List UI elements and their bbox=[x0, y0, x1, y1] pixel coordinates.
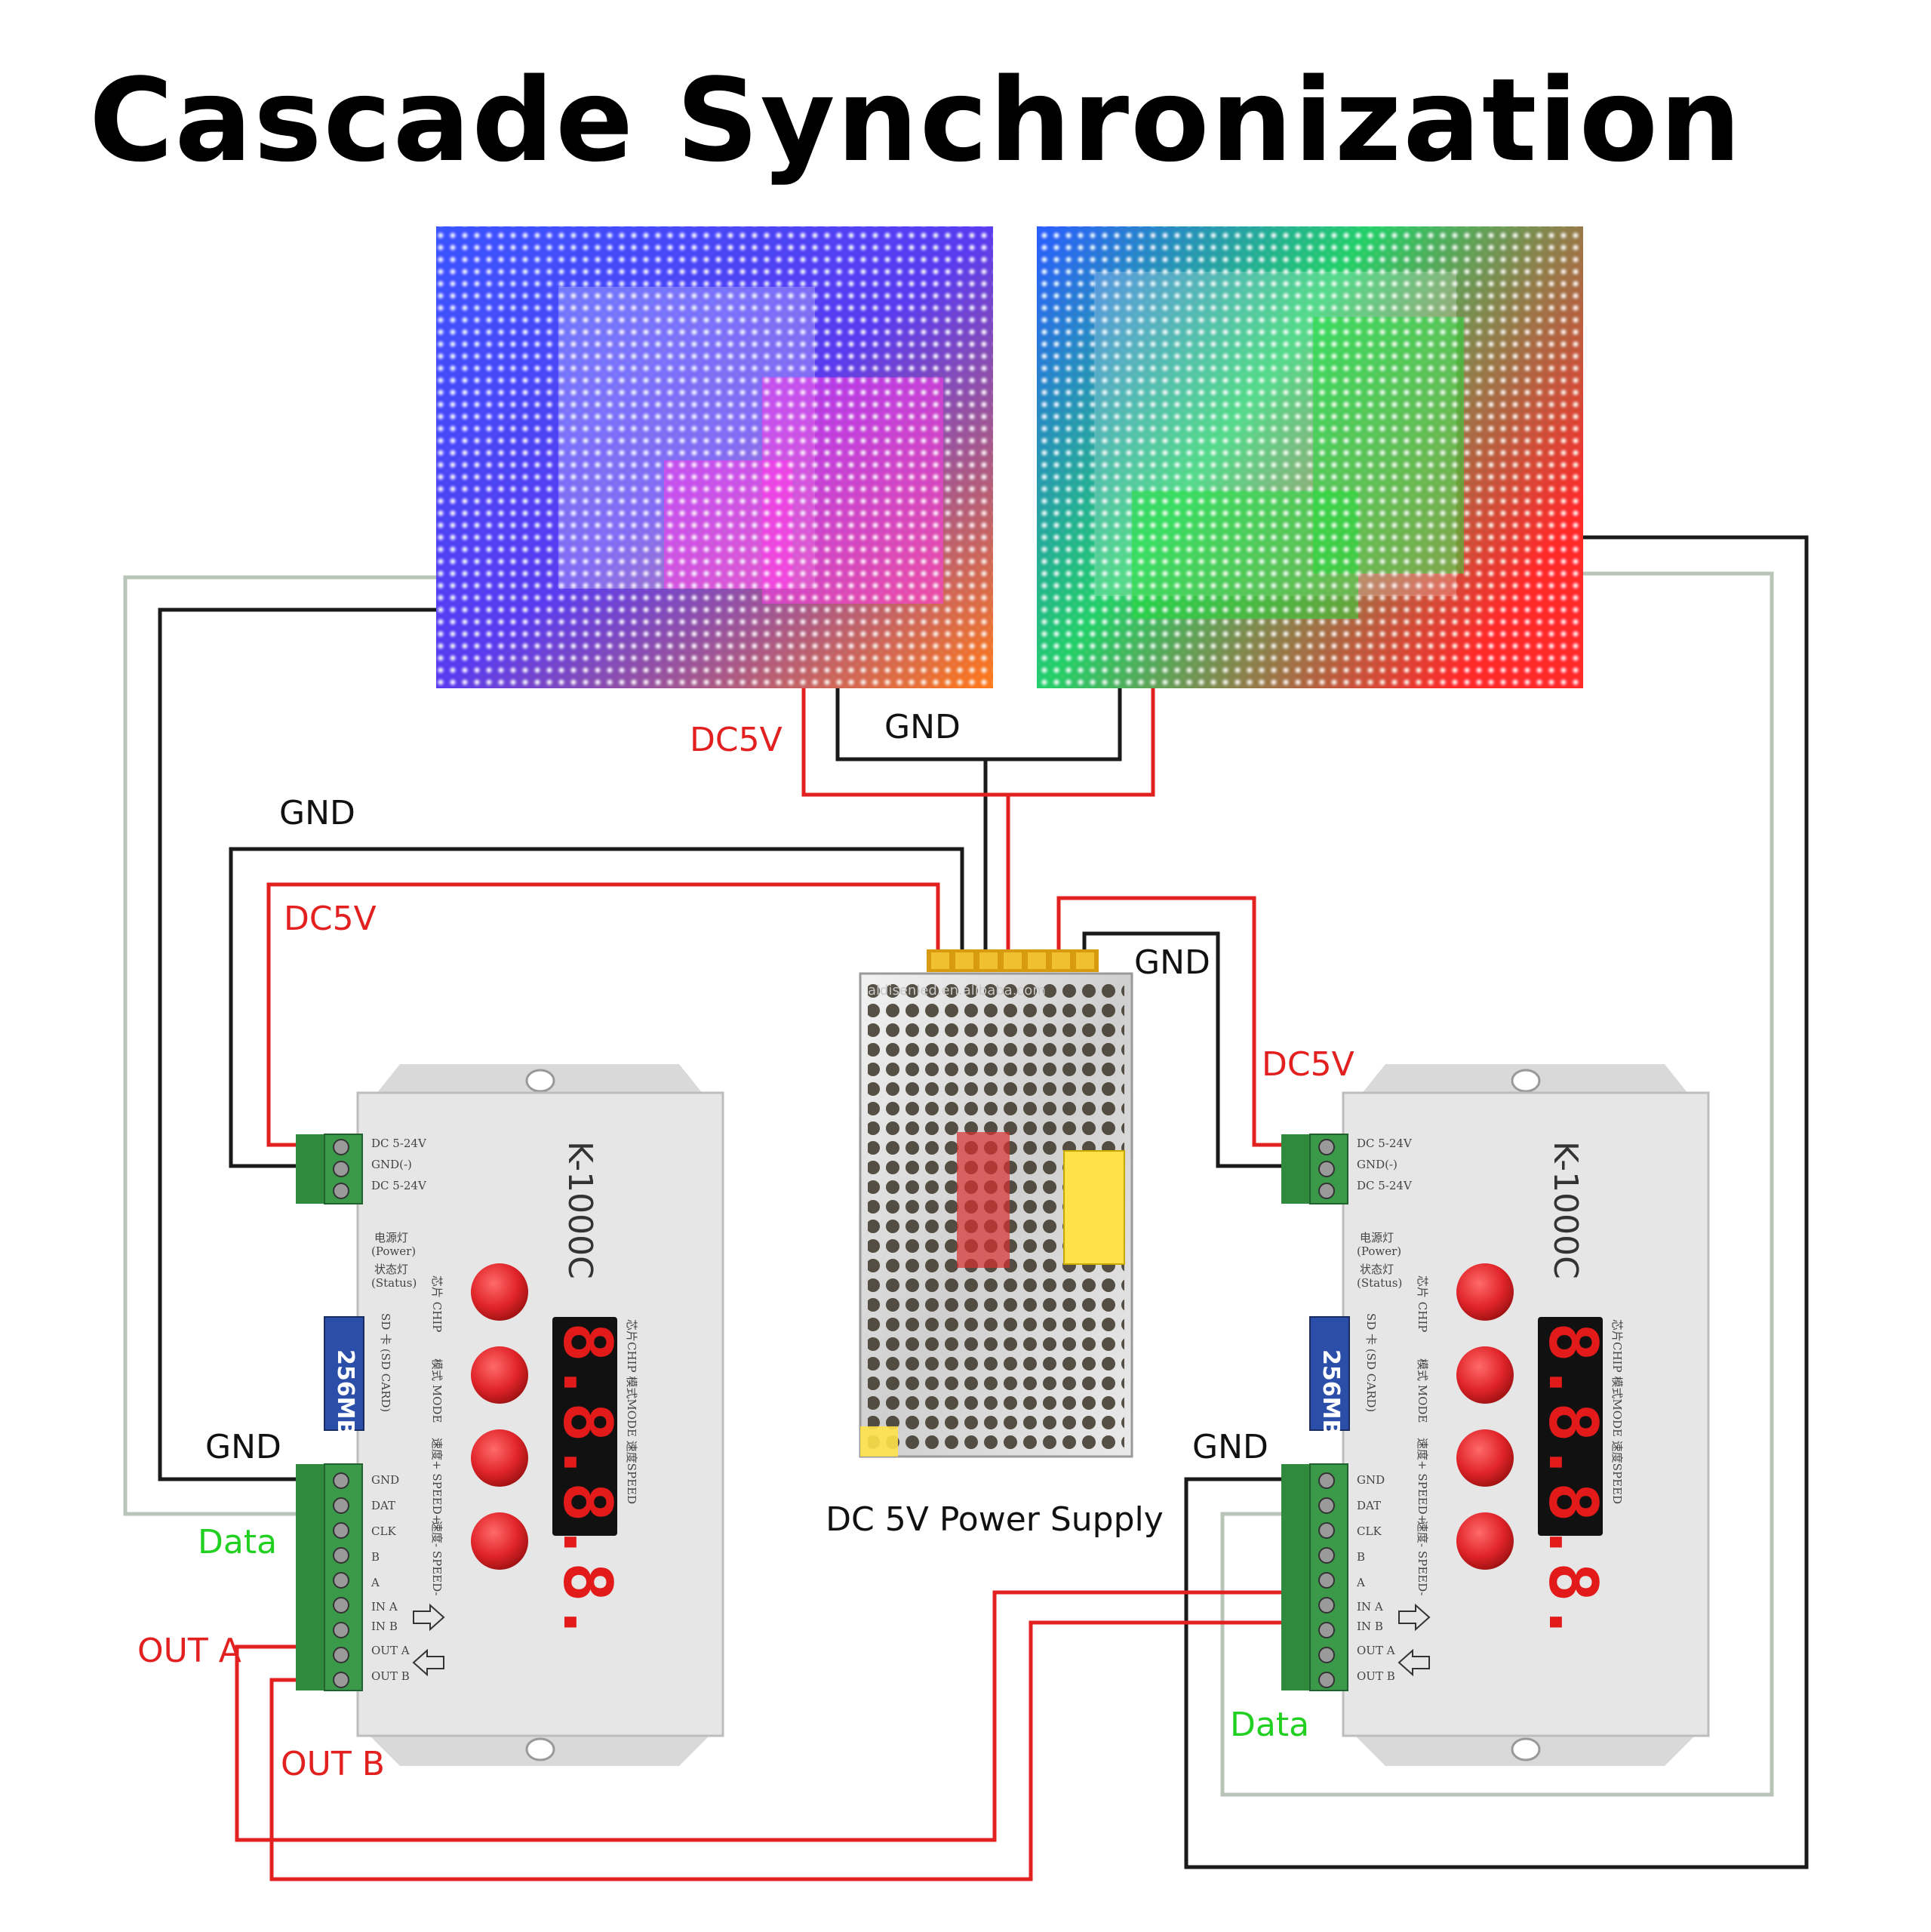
label-dc5v-right-power: DC5V bbox=[1262, 1045, 1354, 1084]
svg-text:GND(-): GND(-) bbox=[371, 1158, 412, 1171]
chip-button-left[interactable] bbox=[471, 1263, 528, 1321]
label-gnd-right-signal: GND bbox=[1192, 1428, 1268, 1466]
display-left: 8.8.8.8. bbox=[549, 1317, 626, 1642]
arrow-right-icon bbox=[413, 1603, 445, 1632]
power-terminal-right bbox=[1281, 1134, 1348, 1204]
led-panel-right bbox=[1037, 226, 1583, 688]
model-label-left: K-1000C bbox=[561, 1141, 599, 1279]
svg-text:DC 5-24V: DC 5-24V bbox=[1357, 1179, 1413, 1192]
controller-right: 256MB DC 5-24V GND(-) DC 5-24V 电源灯 (Powe… bbox=[1281, 1064, 1710, 1766]
speed-up-button-left[interactable] bbox=[471, 1429, 528, 1487]
svg-text:GND: GND bbox=[371, 1473, 399, 1487]
arrow-right-icon bbox=[1398, 1603, 1431, 1632]
svg-text:8.8.8.8.: 8.8.8.8. bbox=[549, 1322, 626, 1642]
svg-text:电源灯: 电源灯 bbox=[1360, 1231, 1394, 1244]
arrow-left-icon bbox=[1398, 1648, 1430, 1677]
power-supply-watermark: aldisenled.en.alibaba.com bbox=[868, 983, 1046, 998]
svg-text:CLK: CLK bbox=[371, 1524, 396, 1538]
power-terminal-left bbox=[296, 1134, 363, 1204]
diagram-title: Cascade Synchronization bbox=[89, 54, 1742, 187]
svg-text:DC 5-24V: DC 5-24V bbox=[371, 1179, 427, 1192]
svg-text:速度- SPEED-: 速度- SPEED- bbox=[1416, 1521, 1429, 1595]
svg-text:IN B: IN B bbox=[371, 1620, 398, 1633]
label-dc5v-left-power: DC5V bbox=[284, 900, 377, 938]
svg-text:8.8.8.8.: 8.8.8.8. bbox=[1534, 1322, 1612, 1642]
svg-text:芯片CHIP 模式MODE 速度SPEED: 芯片CHIP 模式MODE 速度SPEED bbox=[625, 1319, 638, 1504]
display-right: 8.8.8.8. bbox=[1534, 1317, 1612, 1642]
svg-text:OUT B: OUT B bbox=[1357, 1669, 1395, 1683]
label-data-left: Data bbox=[198, 1523, 277, 1561]
svg-text:DAT: DAT bbox=[371, 1499, 395, 1512]
svg-text:速度- SPEED-: 速度- SPEED- bbox=[430, 1521, 444, 1595]
label-dc5v-panels: DC5V bbox=[690, 721, 783, 759]
red-wires bbox=[235, 688, 1283, 1881]
svg-text:模式 MODE: 模式 MODE bbox=[1416, 1358, 1429, 1423]
signal-terminal-right bbox=[1281, 1463, 1348, 1691]
svg-text:(Status): (Status) bbox=[1357, 1276, 1402, 1290]
svg-text:256MB: 256MB bbox=[332, 1349, 358, 1436]
svg-text:A: A bbox=[371, 1576, 380, 1589]
power-supply: aldisenled.en.alibaba.com bbox=[859, 949, 1133, 1458]
svg-text:速度+ SPEED+: 速度+ SPEED+ bbox=[1416, 1438, 1429, 1524]
mode-button-right[interactable] bbox=[1456, 1346, 1514, 1404]
label-gnd-right-power: GND bbox=[1134, 943, 1210, 982]
svg-text:B: B bbox=[371, 1550, 380, 1564]
label-gnd-panels: GND bbox=[884, 708, 961, 746]
data-wires bbox=[123, 571, 1774, 1797]
svg-text:(Power): (Power) bbox=[371, 1244, 416, 1258]
svg-text:DAT: DAT bbox=[1357, 1499, 1381, 1512]
svg-text:速度+ SPEED+: 速度+ SPEED+ bbox=[430, 1438, 444, 1524]
svg-text:电源灯: 电源灯 bbox=[374, 1231, 408, 1244]
mode-button-left[interactable] bbox=[471, 1346, 528, 1404]
svg-text:芯片CHIP 模式MODE 速度SPEED: 芯片CHIP 模式MODE 速度SPEED bbox=[1610, 1319, 1624, 1504]
svg-text:B: B bbox=[1357, 1550, 1365, 1564]
controller-left: 256MB DC 5-24V GND(-) DC 5-24V 电源灯 (Powe… bbox=[296, 1064, 724, 1766]
label-out-b: OUT B bbox=[281, 1745, 385, 1783]
svg-text:IN A: IN A bbox=[1357, 1600, 1383, 1614]
chip-button-right[interactable] bbox=[1456, 1263, 1514, 1321]
svg-text:OUT A: OUT A bbox=[371, 1644, 410, 1657]
label-out-a: OUT A bbox=[137, 1632, 241, 1670]
svg-text:(Power): (Power) bbox=[1357, 1244, 1401, 1258]
svg-text:SD 卡 (SD CARD): SD 卡 (SD CARD) bbox=[1364, 1313, 1378, 1412]
led-panel-left bbox=[436, 226, 993, 688]
svg-text:DC 5-24V: DC 5-24V bbox=[1357, 1137, 1413, 1150]
svg-text:状态灯: 状态灯 bbox=[374, 1263, 408, 1276]
svg-text:CLK: CLK bbox=[1357, 1524, 1382, 1538]
sd-card-left: 256MB bbox=[324, 1316, 364, 1436]
sd-card-right: 256MB bbox=[1309, 1316, 1350, 1436]
black-wires bbox=[158, 535, 1809, 1869]
speed-up-button-right[interactable] bbox=[1456, 1429, 1514, 1487]
svg-text:A: A bbox=[1356, 1576, 1365, 1589]
label-gnd-left-signal: GND bbox=[205, 1428, 281, 1466]
model-label-right: K-1000C bbox=[1546, 1141, 1585, 1279]
svg-text:GND: GND bbox=[1357, 1473, 1385, 1487]
label-gnd-left-power: GND bbox=[279, 794, 355, 832]
svg-text:状态灯: 状态灯 bbox=[1360, 1263, 1394, 1276]
svg-text:256MB: 256MB bbox=[1318, 1349, 1344, 1436]
svg-text:IN A: IN A bbox=[371, 1600, 398, 1614]
svg-text:DC 5-24V: DC 5-24V bbox=[371, 1137, 427, 1150]
arrow-left-icon bbox=[412, 1648, 444, 1677]
svg-text:芯片 CHIP: 芯片 CHIP bbox=[1416, 1275, 1429, 1332]
svg-text:IN B: IN B bbox=[1357, 1620, 1383, 1633]
speed-down-button-right[interactable] bbox=[1456, 1512, 1514, 1570]
svg-text:OUT A: OUT A bbox=[1357, 1644, 1395, 1657]
svg-text:OUT B: OUT B bbox=[371, 1669, 410, 1683]
svg-text:SD 卡 (SD CARD): SD 卡 (SD CARD) bbox=[379, 1313, 392, 1412]
svg-text:模式 MODE: 模式 MODE bbox=[430, 1358, 444, 1423]
label-data-right: Data bbox=[1230, 1706, 1309, 1744]
speed-down-button-left[interactable] bbox=[471, 1512, 528, 1570]
svg-text:芯片 CHIP: 芯片 CHIP bbox=[430, 1275, 444, 1332]
svg-text:(Status): (Status) bbox=[371, 1276, 417, 1290]
signal-terminal-left bbox=[296, 1463, 363, 1691]
svg-text:GND(-): GND(-) bbox=[1357, 1158, 1398, 1171]
power-supply-caption: DC 5V Power Supply bbox=[826, 1500, 1164, 1539]
